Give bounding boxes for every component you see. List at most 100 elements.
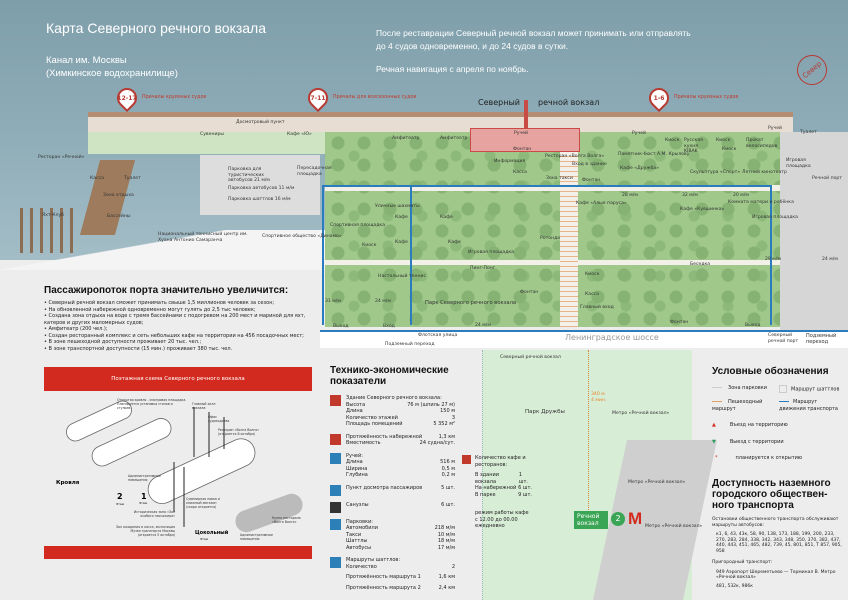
map-label[interactable]: Касса bbox=[513, 170, 527, 175]
map-label[interactable]: Беседка bbox=[690, 262, 711, 267]
map-label[interactable]: Игровая площадка bbox=[786, 158, 811, 169]
map-label[interactable]: Амфитеатр bbox=[392, 136, 420, 141]
map-label[interactable]: Парк Дружбы bbox=[525, 409, 565, 415]
location-line: Канал им. Москвы bbox=[46, 55, 127, 66]
map-label[interactable]: Касса bbox=[585, 292, 599, 297]
suburban-title: Пригородный транспорт: bbox=[712, 560, 773, 565]
map-label[interactable]: Фонтан bbox=[582, 178, 601, 183]
inspection-icon bbox=[330, 484, 341, 496]
map-label[interactable]: Метро «Речной вокзал» bbox=[612, 411, 670, 416]
map-label[interactable]: Туалет bbox=[124, 176, 141, 181]
map-label[interactable]: Спортивная площадка bbox=[330, 223, 386, 228]
location: Канал им. Москвы(Химкинское водохранилищ… bbox=[46, 54, 178, 80]
passenger-item: • Создан ресторанный комплекс и сеть неб… bbox=[44, 332, 304, 339]
map-label[interactable]: Скульптура «Спорт» bbox=[690, 170, 741, 175]
walk-distance: 340 м bbox=[591, 392, 605, 397]
floor-label: Цокольный bbox=[195, 530, 229, 536]
floorplan-title: Поэтажная схема Северного речного вокзал… bbox=[44, 367, 312, 391]
passenger-item: • В зоне транспортной доступности (15 ми… bbox=[44, 345, 233, 352]
map-label[interactable]: Кафе bbox=[395, 215, 408, 220]
legend-pedestrian-route: Пешеходный маршрут bbox=[712, 399, 763, 412]
map-label[interactable]: Касса bbox=[90, 176, 104, 181]
map-label[interactable]: Комната матери и ребёнка bbox=[728, 200, 794, 205]
floorplan-callout: Историческая зона «Зал особого пассажира… bbox=[133, 510, 175, 518]
map-label[interactable]: Киоск bbox=[716, 138, 731, 143]
map-label[interactable]: Флотская улица bbox=[418, 333, 458, 338]
map-label[interactable]: Национальный теннисный центр им. Хуана А… bbox=[158, 232, 248, 243]
stream-icon bbox=[330, 452, 341, 464]
map-label[interactable]: Кафе «Алые паруса» bbox=[576, 201, 627, 206]
park-area bbox=[325, 132, 780, 327]
map-label: 28 м/м bbox=[622, 193, 638, 198]
map-label[interactable]: Северный речной вокзал bbox=[500, 355, 561, 360]
map-label[interactable]: Бассейны bbox=[107, 214, 131, 219]
map-label[interactable]: Кафе bbox=[440, 215, 453, 220]
map-label[interactable]: Подземный переход bbox=[806, 333, 837, 345]
map-label[interactable]: Информация bbox=[494, 159, 526, 164]
tei-title: Технико-экономические bbox=[330, 365, 449, 376]
transport-title: Доступность наземного bbox=[712, 478, 831, 489]
map-label[interactable]: Кафе bbox=[448, 240, 461, 245]
map-label[interactable]: Досмотровый пункт bbox=[236, 120, 285, 125]
pedestrian-route bbox=[588, 350, 590, 510]
map-label[interactable]: Северный речной порт bbox=[768, 333, 799, 344]
map-label[interactable]: Зона отдыха bbox=[103, 193, 134, 198]
map-label[interactable]: Ресторан «Речной» bbox=[38, 155, 85, 160]
legend-entry: ▲Въезд на территорию bbox=[712, 422, 788, 428]
map-label[interactable]: Подземный переход bbox=[385, 342, 435, 347]
metro-station-label[interactable]: Речной вокзал bbox=[574, 511, 608, 529]
map-label[interactable]: Кафе bbox=[395, 240, 408, 245]
map-label[interactable]: Метро «Речной вокзал» bbox=[628, 480, 686, 485]
map-label[interactable]: Главный вход bbox=[580, 305, 614, 310]
yacht-piers bbox=[20, 208, 75, 253]
map-label[interactable]: Киоск bbox=[722, 147, 737, 152]
map-label[interactable]: Игровая площадка bbox=[468, 250, 514, 255]
map-label[interactable]: Кафе «Дружба» bbox=[620, 166, 659, 171]
stops-intro: Остановки общественного транспорта обслу… bbox=[712, 517, 839, 528]
metro-icon[interactable]: M bbox=[628, 509, 643, 528]
map-label[interactable]: Кафе «Кувшинка» bbox=[680, 207, 725, 212]
map-label[interactable]: Ресторан «Волга Волга» bbox=[545, 154, 605, 159]
map-label[interactable]: Пинг-Понг bbox=[470, 266, 496, 271]
passenger-item: • В зоне пешеходной доступности проживае… bbox=[44, 339, 202, 345]
map-label[interactable]: Русская кухня KIBAK bbox=[684, 138, 703, 154]
entry-arrow-icon: ▲ bbox=[712, 422, 716, 428]
map-label[interactable]: Ротонда bbox=[540, 236, 561, 241]
transport-route bbox=[322, 185, 772, 325]
map-label[interactable]: Кафе «Ю» bbox=[287, 132, 312, 137]
map-label[interactable]: Фонтан bbox=[670, 320, 689, 325]
map-label[interactable]: Летний кинотеатр bbox=[742, 170, 787, 175]
map-label[interactable]: Уличные шахматы bbox=[375, 204, 420, 209]
map-label[interactable]: Яхт-Клуб bbox=[42, 213, 64, 218]
map-label: 31 м/м bbox=[325, 299, 341, 304]
map-label[interactable]: Киоск bbox=[665, 138, 680, 143]
map-label[interactable]: Речной порт bbox=[812, 176, 842, 181]
map-label[interactable]: Игровая площадка bbox=[752, 215, 798, 220]
tei-title: показатели bbox=[330, 376, 387, 387]
map-label[interactable]: Сувениры bbox=[200, 132, 224, 137]
station-name: Северный bbox=[478, 98, 520, 107]
map-label[interactable]: Памятник-бюст А.М. Крылову bbox=[618, 152, 690, 157]
map-label[interactable]: Киоск bbox=[585, 272, 600, 277]
passenger-flow-title: Пассажиропоток порта значительно увеличи… bbox=[44, 285, 289, 296]
lawn-strip bbox=[88, 132, 328, 154]
map-label[interactable]: Вход в здание bbox=[572, 162, 607, 167]
map-label[interactable]: Спортивное общество «Динамо» bbox=[262, 234, 342, 239]
map-label[interactable]: Амфитеатр bbox=[440, 136, 468, 141]
floorplan-callout: Административные помещения bbox=[128, 474, 161, 482]
map-label[interactable]: Прокат велосипедов bbox=[746, 138, 778, 149]
map-label[interactable]: Метро «Речной вокзал» bbox=[645, 524, 703, 529]
map-label[interactable]: Фонтан bbox=[520, 290, 539, 295]
map-label[interactable]: Настольный теннис bbox=[378, 274, 427, 279]
floor-label: Этаж bbox=[200, 537, 209, 541]
map-label[interactable]: Туалет bbox=[800, 130, 817, 135]
floorplan-callout: Сувенирная лавка и книжный магазин (скор… bbox=[186, 497, 220, 509]
map-label[interactable]: Фонтан bbox=[513, 147, 532, 152]
map-label[interactable]: Зона такси bbox=[546, 176, 573, 181]
map-label[interactable]: Киоск bbox=[362, 243, 377, 248]
map-label: 24 м/м bbox=[822, 257, 838, 262]
park-label[interactable]: Парк Северного речного вокзала bbox=[425, 300, 517, 306]
map-label: Выход bbox=[745, 323, 761, 328]
